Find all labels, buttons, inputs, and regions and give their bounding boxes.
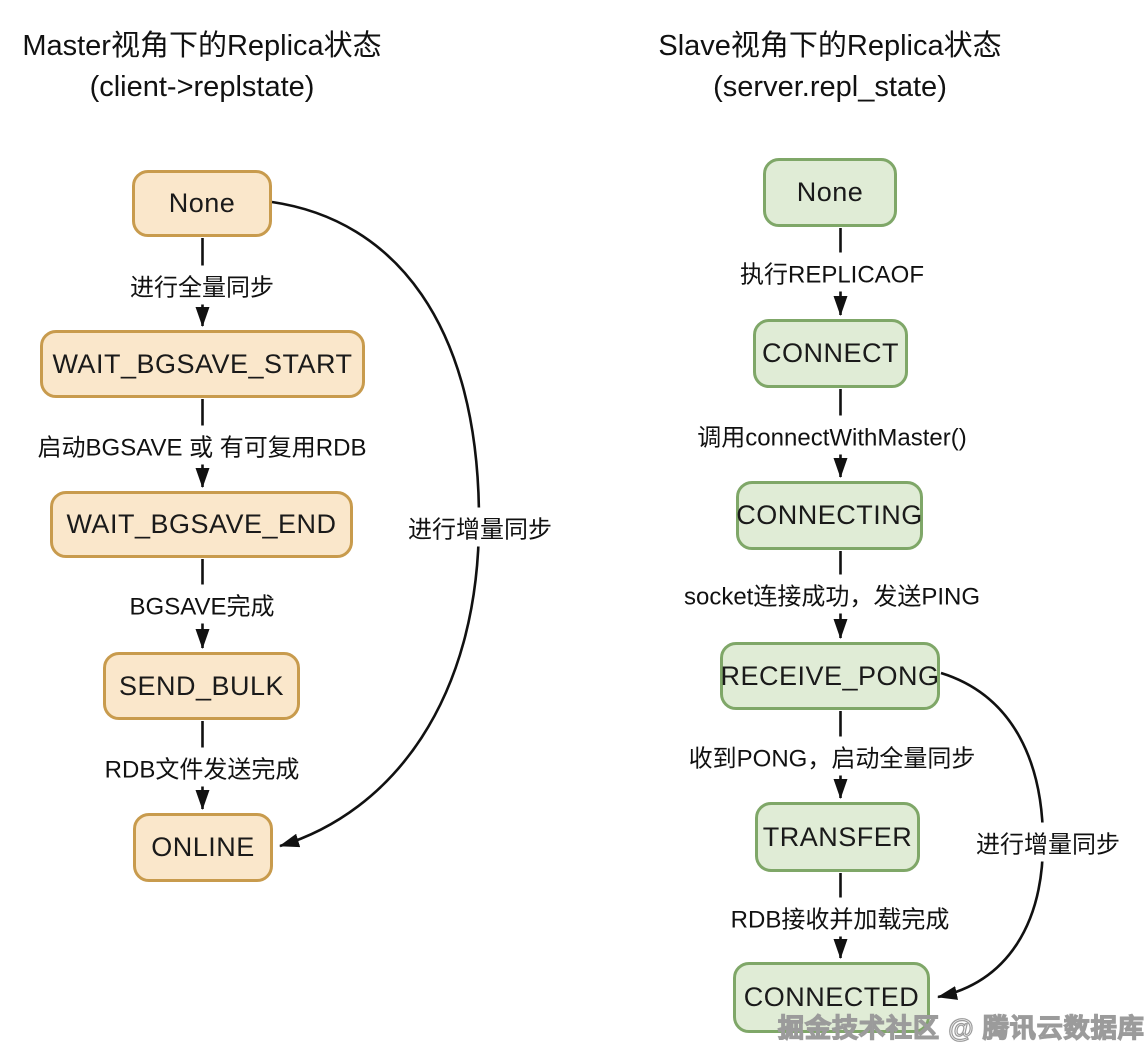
slave-diagram-title: Slave视角下的Replica状态 (server.repl_state) — [658, 26, 1001, 108]
state-node-send-bulk: SEND_BULK — [103, 652, 300, 720]
edge-label-slave-incremental-sync: 进行增量同步 — [970, 822, 1126, 862]
state-label: WAIT_BGSAVE_START — [52, 348, 353, 379]
state-node-connected: CONNECTED — [733, 962, 930, 1033]
state-label: CONNECTED — [743, 982, 920, 1012]
state-node-master-none: None — [132, 170, 272, 237]
state-label: SEND_BULK — [118, 670, 285, 701]
slave-title-line2: (server.repl_state) — [713, 71, 947, 103]
state-label: None — [796, 177, 864, 207]
edge-label-rdb-sent: RDB文件发送完成 — [98, 747, 306, 787]
state-node-connecting: CONNECTING — [736, 481, 923, 550]
state-node-transfer: TRANSFER — [755, 802, 920, 872]
edge-label-connect-with-master: 调用connectWithMaster() — [691, 415, 973, 455]
state-node-slave-none: None — [763, 158, 897, 227]
master-title-line1: Master视角下的Replica状态 — [22, 30, 382, 62]
edge-label-bgsave-done: BGSAVE完成 — [123, 584, 281, 624]
edge-label-master-incremental-sync: 进行增量同步 — [402, 507, 558, 547]
state-label: TRANSFER — [762, 821, 913, 852]
state-label: None — [168, 188, 236, 218]
state-label: WAIT_BGSAVE_END — [66, 509, 337, 539]
edge-label-full-sync: 进行全量同步 — [124, 265, 280, 305]
state-node-wait-bgsave-start: WAIT_BGSAVE_START — [40, 330, 365, 398]
master-title-line2: (client->replstate) — [89, 71, 315, 103]
state-node-receive-pong: RECEIVE_PONG — [720, 642, 940, 710]
state-label: CONNECTING — [736, 500, 923, 530]
edge-label-rdb-loaded: RDB接收并加载完成 — [724, 897, 956, 937]
state-label: CONNECT — [762, 338, 899, 368]
edge-label-start-bgsave: 启动BGSAVE 或 有可复用RDB — [31, 425, 373, 465]
edge-label-replicaof: 执行REPLICAOF — [733, 252, 931, 292]
state-node-wait-bgsave-end: WAIT_BGSAVE_END — [50, 491, 353, 558]
state-label: ONLINE — [151, 832, 255, 862]
edge-label-socket-ping: socket连接成功，发送PING — [677, 574, 987, 614]
state-node-connect: CONNECT — [753, 319, 908, 388]
watermark: 掘金技术社区 @ 腾讯云数据库 — [777, 1012, 1145, 1043]
state-label: RECEIVE_PONG — [720, 660, 940, 691]
master-diagram-title: Master视角下的Replica状态 (client->replstate) — [22, 26, 381, 108]
state-node-online: ONLINE — [133, 813, 273, 882]
slave-title-line1: Slave视角下的Replica状态 — [658, 30, 1002, 62]
edge-label-pong-full-sync: 收到PONG，启动全量同步 — [682, 736, 982, 776]
